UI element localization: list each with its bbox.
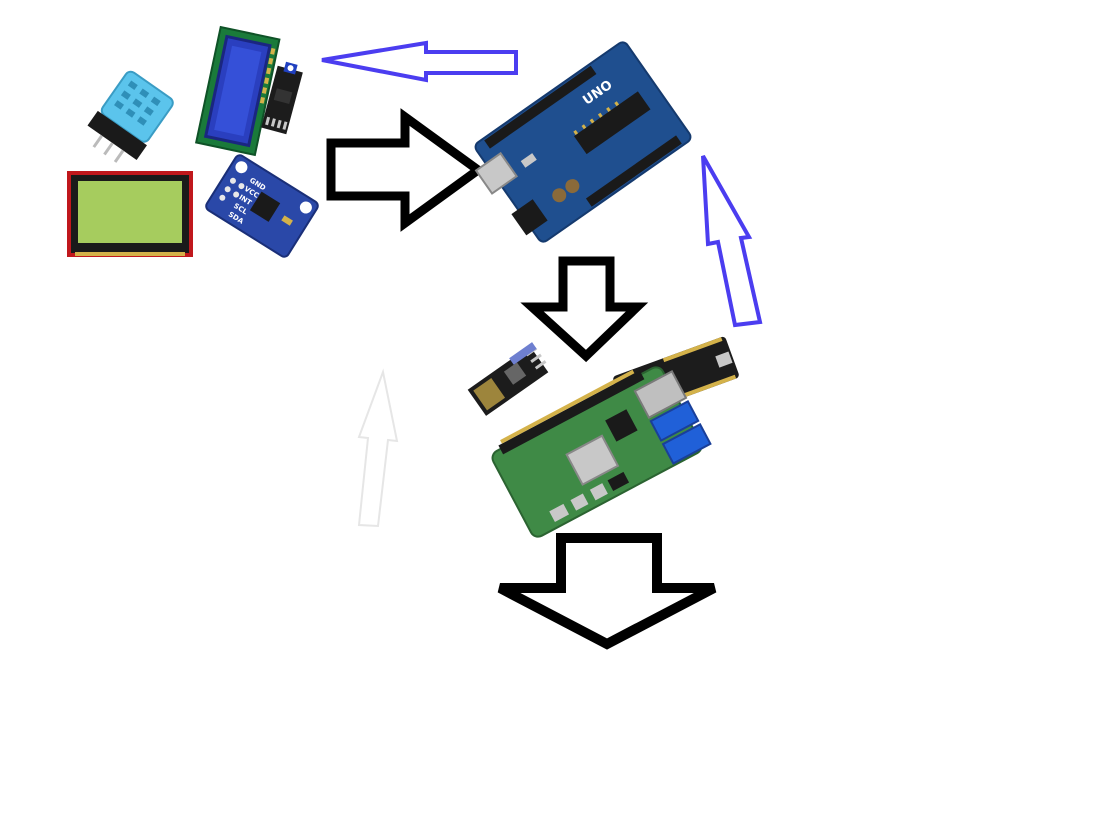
arrow-arduino-to-displays xyxy=(321,40,518,83)
sensor-cluster: GND VCC INT SCL SDA xyxy=(67,25,319,258)
mpu6050-module-icon: GND VCC INT SCL SDA xyxy=(205,154,319,258)
arduino-uno-board-icon: UNO xyxy=(474,41,692,243)
esp01-module-icon xyxy=(467,342,549,416)
faint-up-arrow xyxy=(357,368,399,528)
wireless-and-compute xyxy=(467,336,739,538)
arrow-arduino-to-compute xyxy=(520,256,649,363)
i2c-adapter-icon xyxy=(261,61,303,135)
arrow-sensors-to-arduino xyxy=(326,108,486,232)
arrow-compute-to-output xyxy=(497,533,717,650)
dht11-sensor-icon xyxy=(87,70,174,163)
raspberry-pi-4-icon xyxy=(491,366,712,538)
arrow-wireless-to-arduino xyxy=(701,155,763,328)
lcd1602-display-icon xyxy=(194,25,281,157)
graphic-lcd-icon xyxy=(67,171,193,257)
